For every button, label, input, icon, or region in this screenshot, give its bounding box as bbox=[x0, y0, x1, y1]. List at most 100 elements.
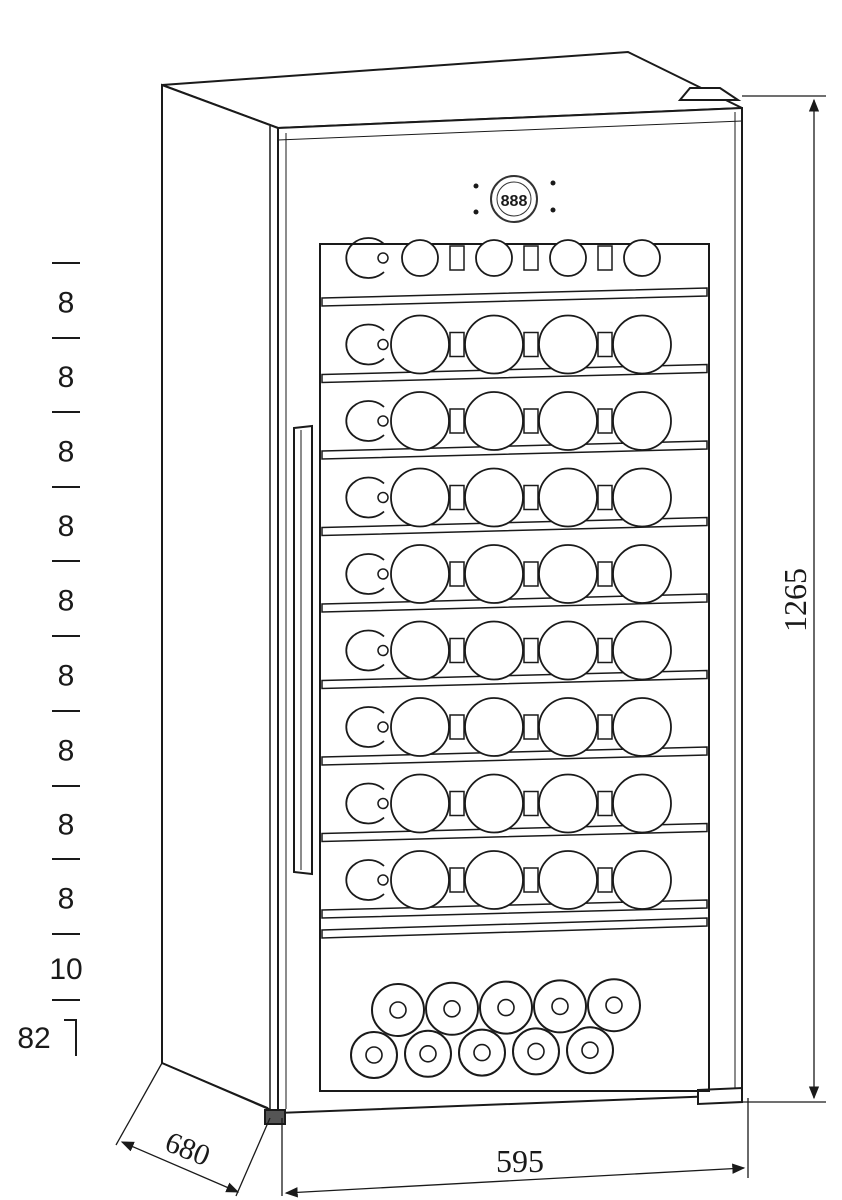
bottle-base bbox=[464, 697, 524, 757]
bottle-base bbox=[464, 620, 524, 681]
bottle-cap bbox=[377, 415, 389, 427]
bottle-neck bbox=[345, 629, 385, 672]
bottle-base bbox=[464, 850, 524, 910]
shelf-row bbox=[321, 314, 708, 384]
width-value: 595 bbox=[496, 1143, 544, 1179]
rack-bottle-cap bbox=[527, 1042, 545, 1061]
bottle-base bbox=[390, 544, 450, 604]
rack-bottle-cap bbox=[419, 1045, 437, 1063]
bottle-spacer bbox=[523, 484, 539, 511]
bottle-spacer bbox=[449, 484, 465, 511]
bottle-base bbox=[390, 697, 450, 757]
bottle-neck bbox=[345, 782, 385, 825]
bottle-base bbox=[390, 773, 450, 834]
shelf-row bbox=[321, 237, 708, 307]
bottle-spacer bbox=[523, 245, 539, 271]
bottle-base bbox=[623, 239, 661, 277]
bottle-base bbox=[612, 697, 672, 757]
door-handle bbox=[293, 424, 313, 876]
bottle-base bbox=[612, 544, 672, 604]
rack-bottle-cap bbox=[581, 1041, 599, 1059]
bottle-base bbox=[612, 773, 672, 834]
bottle-base bbox=[538, 391, 598, 451]
bottle-base bbox=[549, 239, 587, 277]
bottle-spacer bbox=[523, 331, 539, 358]
bottle-base bbox=[612, 467, 672, 528]
bottle-base bbox=[464, 391, 524, 451]
bottom-bracket bbox=[64, 1019, 77, 1056]
control-panel: 888 bbox=[473, 175, 556, 223]
bottle-base bbox=[390, 314, 450, 375]
rack-bottle-cap bbox=[473, 1043, 491, 1062]
bottle-base bbox=[612, 314, 672, 375]
bottle-base bbox=[464, 467, 524, 528]
bottle-spacer bbox=[597, 714, 613, 740]
bottle-neck bbox=[345, 706, 385, 748]
shelf-row bbox=[321, 620, 708, 690]
bottle-cap bbox=[377, 644, 389, 657]
bottle-spacer bbox=[597, 790, 613, 817]
control-dot bbox=[473, 209, 479, 215]
width-dimension bbox=[281, 1098, 749, 1198]
glass-window bbox=[319, 243, 710, 1092]
shelf-stack bbox=[321, 237, 708, 939]
spacing-label: 10 bbox=[49, 953, 82, 986]
spacing-label: 8 bbox=[58, 735, 75, 768]
bottle-base bbox=[538, 467, 598, 528]
spacing-label: 8 bbox=[58, 660, 75, 693]
display-readout: 888 bbox=[501, 193, 528, 210]
bottle-base bbox=[538, 697, 598, 757]
shelf-rail bbox=[321, 287, 708, 307]
depth-value: 680 bbox=[161, 1125, 215, 1172]
shelf-row bbox=[321, 850, 708, 919]
bottle-base bbox=[390, 620, 450, 681]
bottle-spacer bbox=[597, 561, 613, 587]
control-dot bbox=[550, 207, 556, 213]
bottle-spacer bbox=[597, 484, 613, 511]
bottle-base bbox=[612, 620, 672, 681]
shelf-row bbox=[321, 773, 708, 843]
bottle-spacer bbox=[597, 408, 613, 434]
rack-bottle-cap bbox=[365, 1046, 383, 1064]
bottle-base bbox=[464, 773, 524, 834]
rack-bottle-cap bbox=[389, 1001, 407, 1019]
bottle-base bbox=[464, 314, 524, 375]
bottle-base bbox=[538, 773, 598, 834]
bottle-cap bbox=[377, 721, 389, 733]
bottle-cap bbox=[377, 338, 389, 351]
bottle-base bbox=[538, 850, 598, 910]
bottle-spacer bbox=[523, 790, 539, 817]
bottle-spacer bbox=[523, 637, 539, 664]
bottle-spacer bbox=[449, 714, 465, 740]
bottle-base bbox=[538, 544, 598, 604]
spacing-label: 8 bbox=[58, 287, 75, 320]
bottle-spacer bbox=[449, 637, 465, 664]
bottle-base bbox=[401, 239, 439, 277]
spacing-label: 8 bbox=[58, 361, 75, 394]
bottle-spacer bbox=[597, 637, 613, 664]
bottle-base bbox=[464, 544, 524, 604]
shelf-row bbox=[321, 544, 708, 613]
height-dimension bbox=[742, 95, 826, 1103]
cabinet-left-side bbox=[161, 83, 279, 1115]
bottom-left-foot bbox=[264, 1109, 286, 1125]
bottle-cap bbox=[377, 874, 389, 886]
depth-dimension bbox=[115, 1062, 271, 1197]
spacing-label: 8 bbox=[58, 809, 75, 842]
bottle-spacer bbox=[597, 331, 613, 358]
bottle-spacer bbox=[523, 867, 539, 893]
rack-bottle-cap bbox=[551, 997, 569, 1016]
bottle-cap bbox=[377, 797, 389, 810]
bottle-neck bbox=[345, 400, 385, 442]
bottle-neck bbox=[345, 859, 385, 901]
bottle-neck bbox=[345, 476, 385, 519]
control-dot bbox=[473, 183, 479, 189]
bottle-spacer bbox=[523, 408, 539, 434]
bottle-base bbox=[612, 850, 672, 910]
bottle-spacer bbox=[449, 790, 465, 817]
bottle-neck bbox=[345, 553, 385, 595]
spacing-label: 8 bbox=[58, 585, 75, 618]
top-hinge bbox=[677, 87, 742, 101]
